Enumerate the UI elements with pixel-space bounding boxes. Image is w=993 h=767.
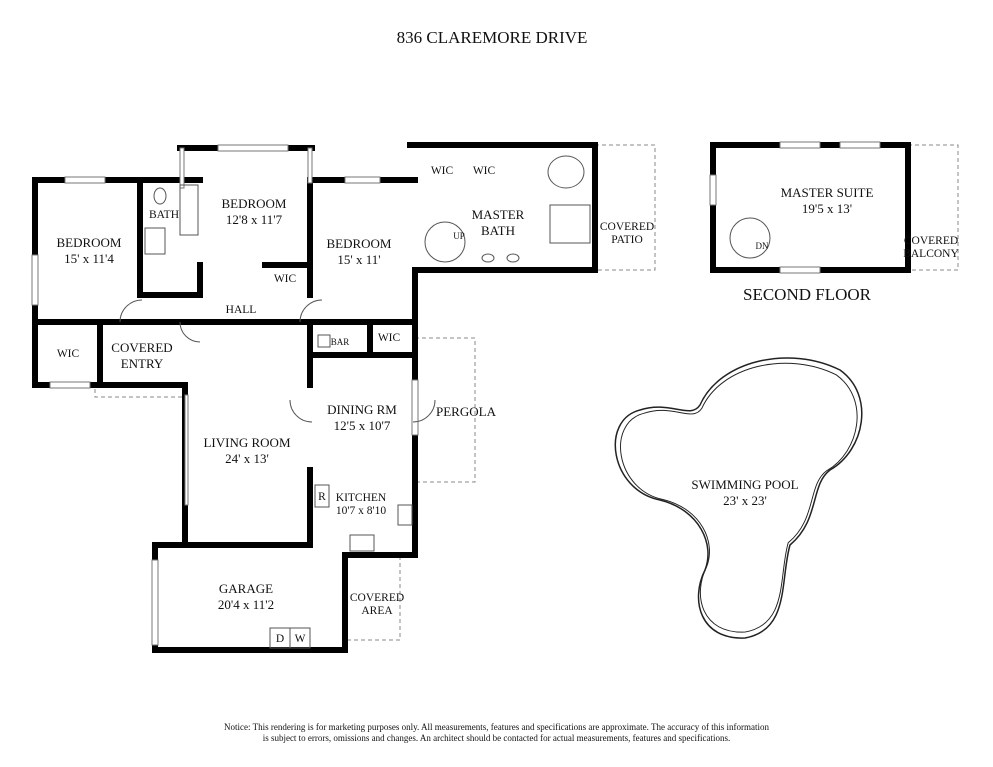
wic-master-2: WIC xyxy=(473,165,496,177)
notice-line-2: is subject to errors, omissions and chan… xyxy=(262,733,731,743)
bar-sink-icon xyxy=(317,334,331,348)
washer-label: W xyxy=(295,633,306,645)
refrigerator-label: R xyxy=(318,491,326,503)
covered-entry-line1: COVERED xyxy=(111,340,172,355)
room-labels: BEDROOM 15' x 11'4 BATH BEDROOM 12'8 x 1… xyxy=(56,165,959,645)
notice-line-1: Notice: This rendering is for marketing … xyxy=(224,722,769,732)
covered-balcony-line1: COVERED xyxy=(904,235,958,247)
kitchen-name: KITCHEN xyxy=(336,492,387,504)
garage-name: GARAGE xyxy=(219,581,273,596)
living-dims: 24' x 13' xyxy=(225,451,269,466)
living-name: LIVING ROOM xyxy=(203,435,290,450)
master-suite-name: MASTER SUITE xyxy=(781,185,874,200)
pool-dims: 23' x 23' xyxy=(723,493,767,508)
shower-icon xyxy=(549,204,591,244)
pool-name: SWIMMING POOL xyxy=(691,477,798,492)
stair-down-label: DN xyxy=(756,241,769,251)
bar-label: BAR xyxy=(331,337,350,347)
bath-label: BATH xyxy=(149,209,179,221)
toilet-icon xyxy=(153,187,167,205)
covered-entry-line2: ENTRY xyxy=(121,356,164,371)
stair-up-label: UP xyxy=(453,231,465,241)
refrigerator-icon xyxy=(314,484,330,508)
bedroom-mid-dims: 12'8 x 11'7 xyxy=(226,212,283,227)
outdoor-areas xyxy=(94,144,959,641)
kitchen-dims: 10'7 x 8'10 xyxy=(336,505,386,517)
plan-title: 836 CLAREMORE DRIVE xyxy=(397,28,588,47)
bedroom-right-name: BEDROOM xyxy=(326,236,391,251)
windows xyxy=(31,144,419,646)
wic-left-label: WIC xyxy=(57,348,80,360)
washer-icon xyxy=(289,627,311,649)
covered-patio-line2: PATIO xyxy=(611,234,643,246)
stove-icon xyxy=(349,534,375,552)
covered-patio-line1: COVERED xyxy=(600,221,654,233)
spiral-stair-icon xyxy=(424,221,466,263)
fixtures xyxy=(119,155,771,649)
bedroom-right-dims: 15' x 11' xyxy=(337,252,380,267)
covered-area-line2: AREA xyxy=(361,605,393,617)
kitchen-sink-icon xyxy=(397,504,413,526)
soaking-tub-icon xyxy=(547,155,585,189)
bedroom-left-name: BEDROOM xyxy=(56,235,121,250)
master-bath-line1: MASTER xyxy=(472,207,525,222)
dining-dims: 12'5 x 10'7 xyxy=(334,418,391,433)
master-bath-line2: BATH xyxy=(481,223,515,238)
bedroom-mid-name: BEDROOM xyxy=(221,196,286,211)
wic-right-label: WIC xyxy=(378,332,401,344)
dryer-label: D xyxy=(276,633,284,645)
second-floor-label: SECOND FLOOR xyxy=(743,285,872,304)
second-floor-walls xyxy=(709,141,911,274)
wic-mid-label: WIC xyxy=(274,273,297,285)
master-suite-dims: 19'5 x 13' xyxy=(802,201,852,216)
dining-name: DINING RM xyxy=(327,402,397,417)
disclaimer-notice: Notice: This rendering is for marketing … xyxy=(0,722,993,744)
pergola-label: PERGOLA xyxy=(436,404,497,419)
hall-label: HALL xyxy=(226,304,257,316)
sink-icon xyxy=(144,227,166,255)
wic-master-1: WIC xyxy=(431,165,454,177)
covered-balcony-line2: BALCONY xyxy=(903,248,959,260)
bedroom-left-dims: 15' x 11'4 xyxy=(64,251,114,266)
garage-dims: 20'4 x 11'2 xyxy=(218,597,274,612)
bathtub-icon xyxy=(179,184,199,236)
swimming-pool xyxy=(614,357,863,639)
covered-area-line1: COVERED xyxy=(350,592,404,604)
